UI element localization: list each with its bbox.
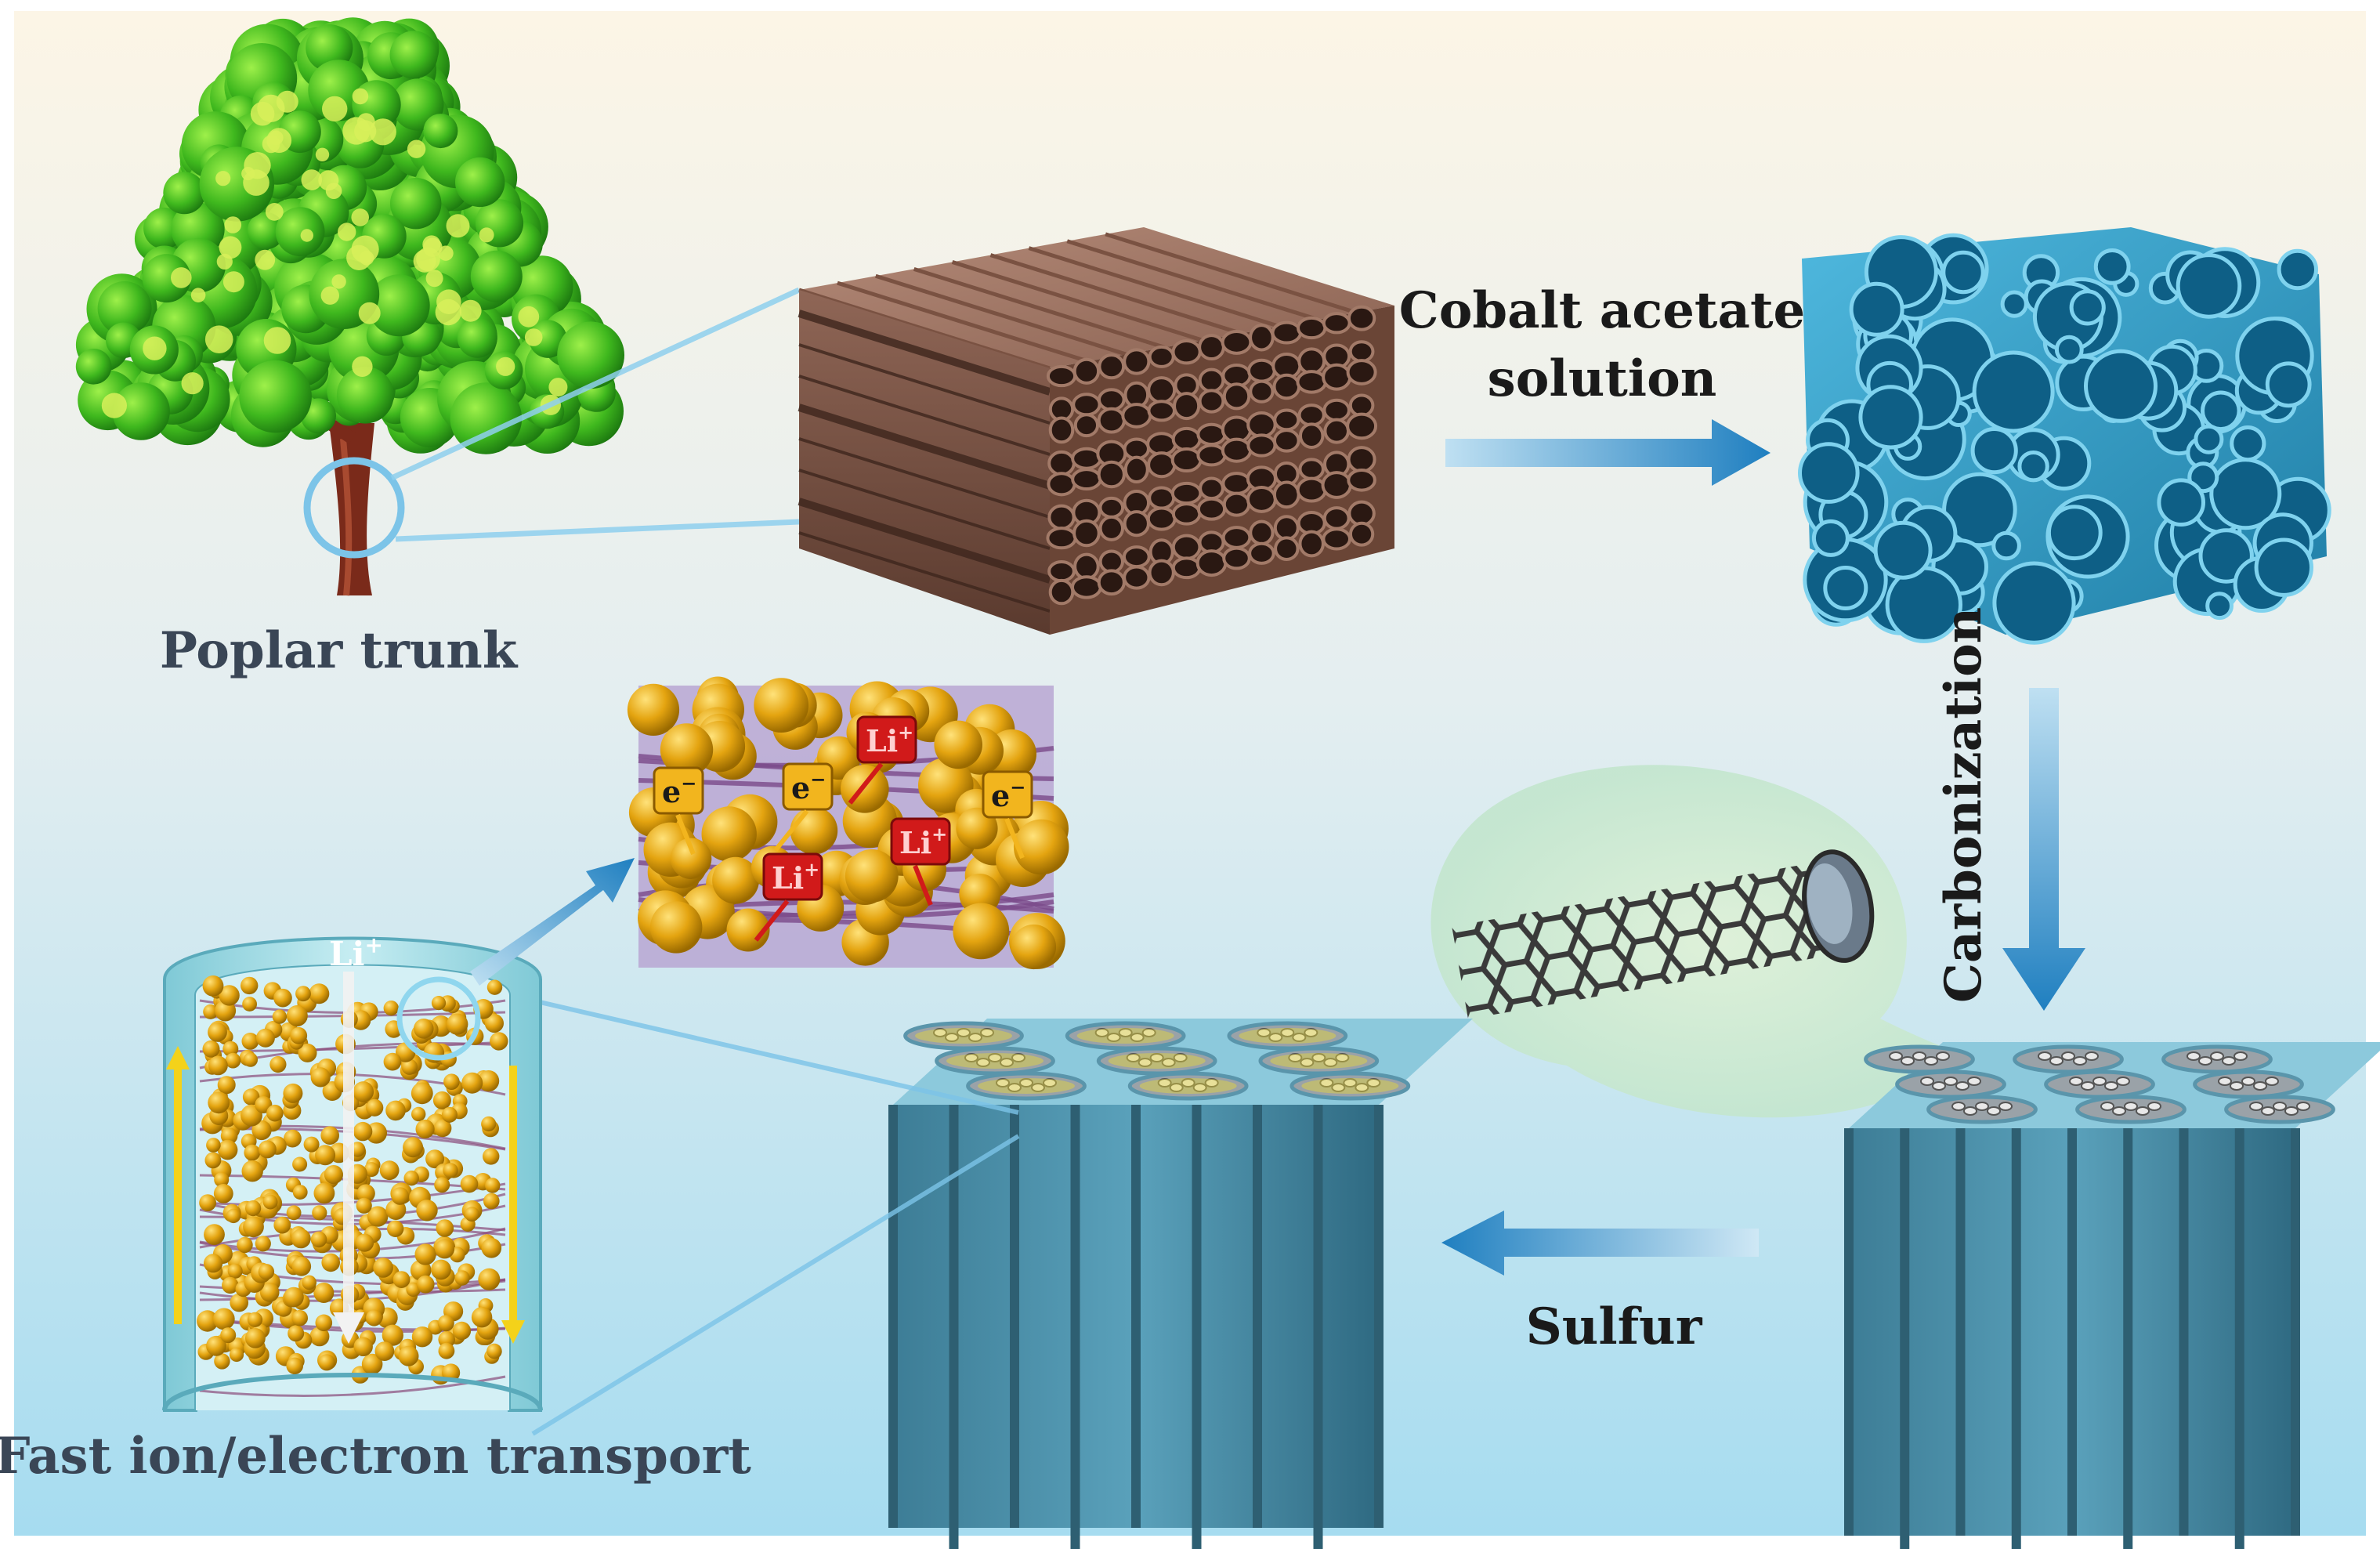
zoom-line-cylinder-upper bbox=[508, 993, 1019, 1115]
arrow-carbonization bbox=[2002, 688, 2085, 1011]
zoom-line-upper bbox=[390, 287, 801, 481]
trunk-zoom-circle bbox=[303, 457, 405, 559]
label-carbonization: Carbonization bbox=[1934, 607, 1993, 1003]
label-cobalt-acetate-line1: Cobalt acetate bbox=[1399, 281, 1805, 340]
svg-text:Li+: Li+ bbox=[899, 823, 947, 860]
electron-tag: e− bbox=[982, 770, 1033, 860]
electron-tag: e− bbox=[653, 766, 704, 856]
carbonized-host-illustration bbox=[1844, 1042, 2380, 1549]
label-fast-transport: Fast ion/electron transport bbox=[0, 1427, 751, 1486]
zoom-line-lower bbox=[395, 519, 800, 542]
li-ion-tag: Li+ bbox=[890, 817, 951, 907]
sulfur-loaded-host-illustration bbox=[888, 1019, 1473, 1549]
label-cobalt-acetate-line2: solution bbox=[1488, 349, 1717, 408]
svg-text:Li+: Li+ bbox=[772, 858, 819, 896]
wood-block-illustration bbox=[798, 227, 1394, 635]
electron-tag: e− bbox=[773, 762, 834, 852]
transport-zoom-inset: Li+ Li+ Li+ e− e− e− bbox=[627, 676, 1069, 970]
svg-text:Li+: Li+ bbox=[866, 721, 913, 758]
arrow-cobalt-acetate bbox=[1445, 419, 1771, 486]
zoom-line-cylinder-lower bbox=[531, 1134, 1020, 1436]
label-poplar-trunk: Poplar trunk bbox=[160, 621, 519, 680]
arrow-zoom-inset bbox=[470, 858, 635, 986]
svg-text:e−: e− bbox=[662, 772, 696, 809]
poplar-tree-illustration bbox=[75, 17, 624, 596]
svg-text:e−: e− bbox=[791, 768, 826, 805]
channel-cylinder-illustration: Li+ bbox=[162, 932, 543, 1412]
nanotube-callout bbox=[1431, 765, 2006, 1118]
cylinder-li-label: Li+ bbox=[329, 932, 383, 973]
li-ion-tag: Li+ bbox=[754, 852, 823, 942]
li-ion-tag: Li+ bbox=[848, 715, 917, 805]
label-sulfur: Sulfur bbox=[1526, 1297, 1703, 1356]
cylinder-zoom-circle bbox=[396, 976, 481, 1061]
cobalt-impregnated-foam-illustration bbox=[1798, 227, 2331, 645]
svg-text:e−: e− bbox=[991, 776, 1025, 813]
arrow-sulfur bbox=[1441, 1211, 1759, 1276]
